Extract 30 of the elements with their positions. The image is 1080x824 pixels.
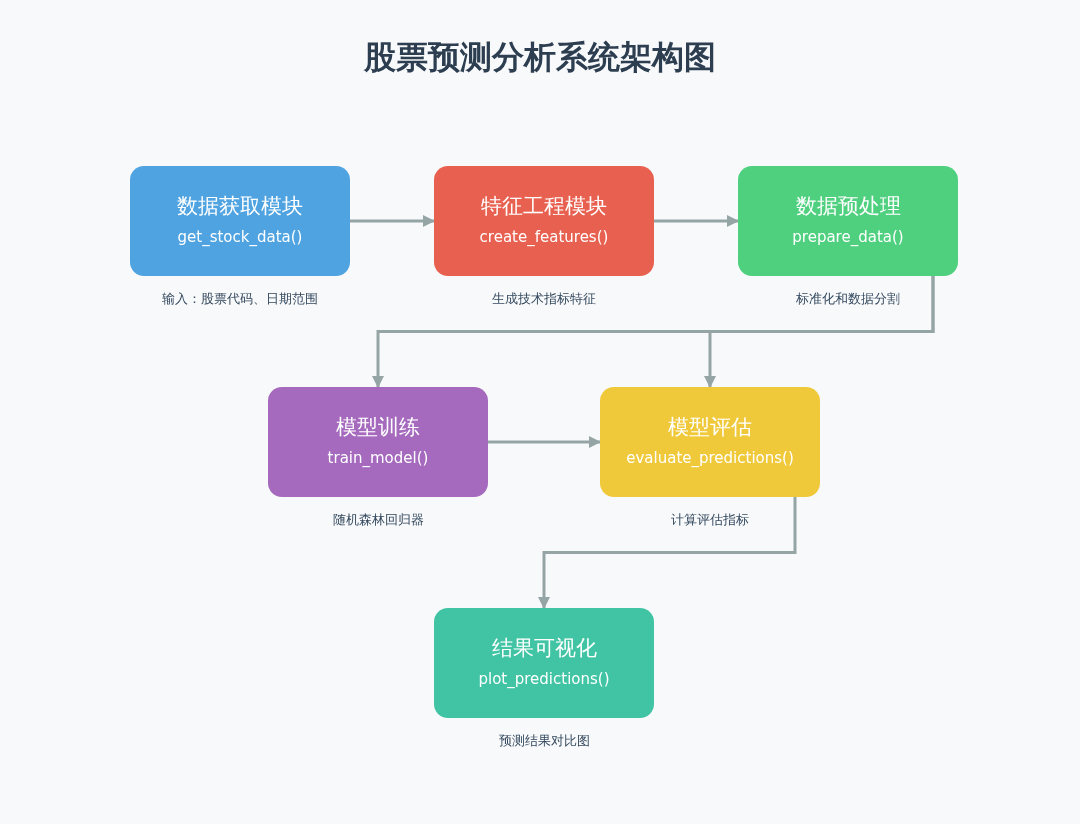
module-caption: 标准化和数据分割 xyxy=(796,290,900,308)
connector-arrow xyxy=(488,436,601,448)
module-caption: 预测结果对比图 xyxy=(498,732,590,750)
module-title: 模型训练 xyxy=(336,414,420,441)
module-caption: 计算评估指标 xyxy=(671,511,749,529)
connector-arrow xyxy=(350,215,435,227)
module-box xyxy=(130,166,350,276)
module-caption: 生成技术指标特征 xyxy=(492,290,596,308)
module-caption: 输入：股票代码、日期范围 xyxy=(162,290,318,308)
module-title: 数据获取模块 xyxy=(177,193,303,220)
connector-arrow xyxy=(654,215,739,227)
module-box xyxy=(738,166,958,276)
module-box xyxy=(434,608,654,718)
function-name: evaluate_predictions() xyxy=(626,449,794,467)
module-box xyxy=(268,387,488,497)
module-caption: 随机森林回归器 xyxy=(332,511,424,529)
module-title: 数据预处理 xyxy=(795,193,901,220)
function-name: get_stock_data() xyxy=(177,228,303,246)
module-box xyxy=(600,387,820,497)
function-name: create_features() xyxy=(479,228,609,246)
module-title: 模型评估 xyxy=(668,414,752,441)
function-name: prepare_data() xyxy=(792,228,904,246)
function-name: train_model() xyxy=(327,449,429,467)
connector-arrow xyxy=(538,497,797,609)
function-name: plot_predictions() xyxy=(478,670,610,688)
module-title: 结果可视化 xyxy=(491,635,597,662)
connector-arrow xyxy=(704,276,935,388)
diagram-title: 股票预测分析系统架构图 xyxy=(364,38,716,76)
module-box xyxy=(434,166,654,276)
module-title: 特征工程模块 xyxy=(481,193,607,220)
